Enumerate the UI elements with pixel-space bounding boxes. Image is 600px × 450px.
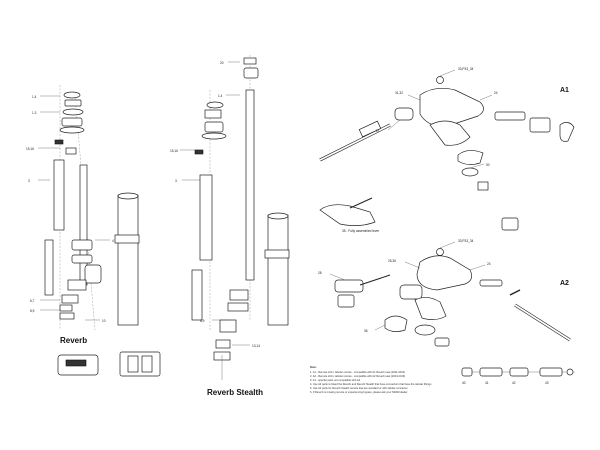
svg-text:42: 42: [512, 381, 516, 385]
svg-text:1.3: 1.3: [32, 111, 37, 115]
svg-text:24: 24: [494, 91, 498, 95]
note-line-5: 5. Use A2 parts for Reverb Stealth remot…: [310, 386, 408, 390]
svg-text:15,16: 15,16: [170, 149, 178, 153]
a1-label: A1: [560, 87, 569, 94]
fully-assembled-caption: 35 - Fully assembled lever: [342, 229, 380, 233]
svg-text:10: 10: [102, 319, 106, 323]
svg-text:30: 30: [486, 163, 490, 167]
svg-text:40: 40: [462, 381, 466, 385]
svg-text:15,16: 15,16: [26, 147, 34, 151]
note-heading: Note:: [310, 365, 317, 369]
reverb-stealth-exploded-view: 15,16 3 20 1.4 8,9 13,14 Reverb Stealth: [170, 55, 290, 397]
svg-text:25,36: 25,36: [388, 259, 396, 263]
svg-text:8,9: 8,9: [200, 319, 205, 323]
note-line-1: 1. A1 - Remote shim: tabular remote - co…: [310, 370, 405, 374]
svg-text:8,9: 8,9: [30, 309, 35, 313]
reverb-stealth-title: Reverb Stealth: [207, 388, 263, 397]
note-line-6: 6. If Reverb is missing remote or experi…: [310, 390, 408, 394]
svg-text:1.4: 1.4: [218, 94, 223, 98]
svg-text:3: 3: [28, 179, 30, 183]
svg-text:6,7: 6,7: [30, 299, 35, 303]
svg-text:1.4: 1.4: [32, 95, 37, 99]
svg-text:4: 4: [112, 239, 114, 243]
notes-block: Note: 1. A1 - Remote shim: tabular remot…: [310, 365, 432, 394]
note-line-3: 3. A1 - specific parts not compatible wi…: [310, 378, 361, 382]
svg-text:33,P33_34: 33,P33_34: [458, 239, 474, 243]
svg-text:33,P33_34: 33,P33_34: [458, 67, 474, 71]
note-line-4: 4. Use A2 parts to bleed the Reverb and …: [310, 382, 432, 386]
svg-text:41: 41: [485, 381, 489, 385]
note-line-2: 2. A2 - Remote shim: tabular remote - co…: [310, 374, 405, 378]
bleed-kit-parts: 40 41 42 43: [461, 367, 575, 385]
svg-text:28: 28: [318, 271, 322, 275]
a2-remote-exploded-view: A2 33,P33_34 25,36 24 28 36: [318, 239, 571, 347]
a2-label: A2: [560, 280, 569, 287]
reverb-title: Reverb: [60, 336, 87, 345]
svg-text:20: 20: [220, 61, 224, 65]
svg-text:43: 43: [545, 381, 549, 385]
reverb-exploded-view: 1.4 1.3 15,16 3 4 6,7 8,9 10 Reverb: [26, 85, 161, 377]
svg-text:21: 21: [376, 129, 380, 133]
svg-text:36: 36: [364, 329, 368, 333]
a1-remote-exploded-view: A1 35 - Fully assembled lever 33,P33_34 …: [319, 67, 575, 233]
svg-text:31,32: 31,32: [395, 91, 403, 95]
svg-text:24: 24: [487, 262, 491, 266]
svg-text:13,14: 13,14: [252, 344, 260, 348]
svg-text:3: 3: [175, 179, 177, 183]
